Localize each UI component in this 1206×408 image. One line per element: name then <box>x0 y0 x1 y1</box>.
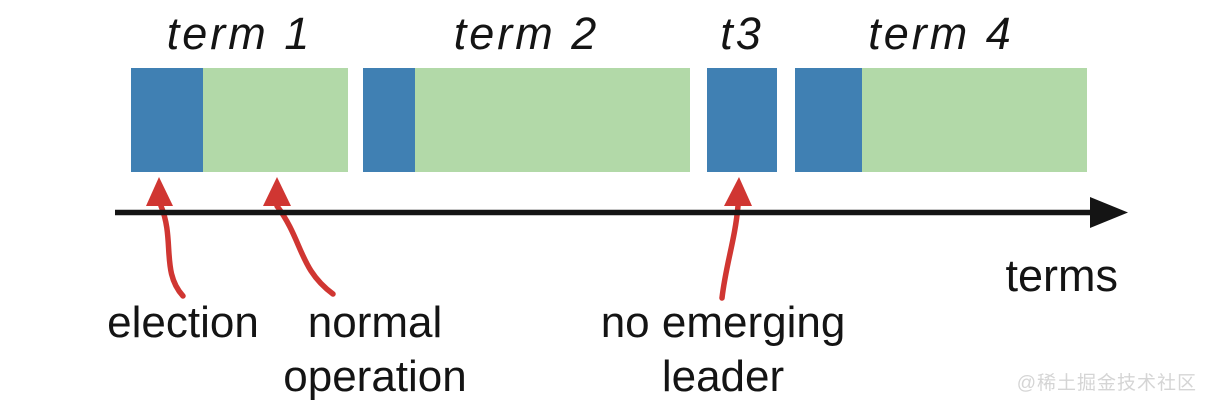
normal-operation-arrowhead-icon <box>263 177 291 206</box>
normal-operation-segment <box>415 68 690 172</box>
annotation-label: normal operation <box>245 296 505 404</box>
term-block: term 4 <box>795 6 1087 172</box>
annotation-line: no emerging <box>600 298 846 347</box>
election-segment <box>131 68 203 172</box>
term-label: term 2 <box>453 8 600 59</box>
annotation-arrowheads <box>146 177 752 206</box>
normal-operation-arrow <box>274 203 336 297</box>
annotation-line: election <box>107 298 259 347</box>
election-segment <box>707 68 777 172</box>
election-arrow <box>158 203 186 299</box>
annotation-label: election <box>53 296 313 350</box>
no-emerging-leader-arrowhead-icon <box>724 177 752 206</box>
term-label: t3 <box>720 8 764 59</box>
axis-label-terms: terms <box>1005 250 1119 301</box>
term-bar <box>363 68 690 172</box>
election-segment <box>363 68 415 172</box>
annotation-arrows <box>158 203 741 301</box>
normal-operation-segment <box>203 68 348 172</box>
election-arrowhead-icon <box>146 177 173 206</box>
normal-operation-segment <box>862 68 1087 172</box>
annotation-label: no emerging leader <box>563 296 883 404</box>
term-block: t3 <box>707 6 777 172</box>
term-bar <box>795 68 1087 172</box>
term-block: term 1 <box>131 6 348 172</box>
annotation-line: normal <box>307 298 443 347</box>
term-bar <box>707 68 777 172</box>
timeline-axis-arrowhead-icon <box>1090 197 1128 228</box>
term-label: term 4 <box>868 8 1014 59</box>
election-segment <box>795 68 862 172</box>
term-label: term 1 <box>166 8 313 59</box>
term-bar <box>131 68 348 172</box>
term-block: term 2 <box>363 6 690 172</box>
annotation-line: operation <box>283 352 467 401</box>
watermark: @稀土掘金技术社区 <box>1016 373 1197 394</box>
no-emerging-leader-arrow <box>719 203 741 301</box>
annotation-line: leader <box>661 352 785 401</box>
